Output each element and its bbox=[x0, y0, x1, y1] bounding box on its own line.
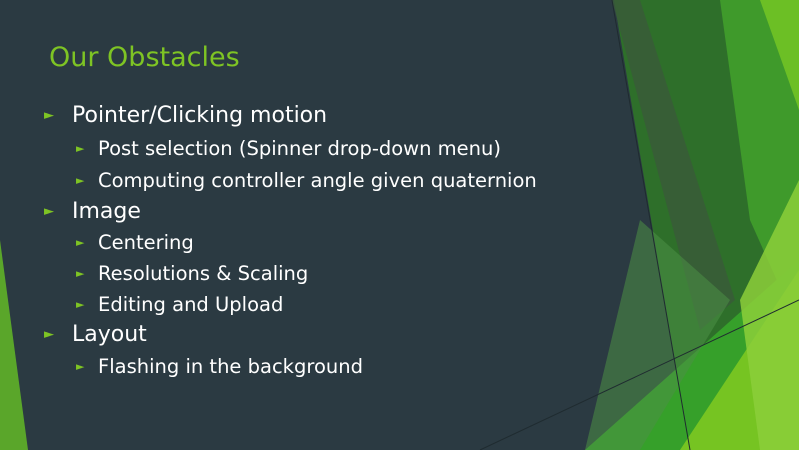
bullet-arrow-icon: ► bbox=[44, 327, 54, 342]
deco-facet-band bbox=[612, 0, 735, 330]
bullet-arrow-icon: ► bbox=[76, 298, 85, 311]
bullet-arrow-icon: ► bbox=[76, 142, 85, 155]
bullet-item: ► Computing controller angle given quate… bbox=[76, 169, 537, 192]
bullet-item: ► Post selection (Spinner drop-down menu… bbox=[76, 137, 501, 160]
bullet-arrow-icon: ► bbox=[76, 360, 85, 373]
bullet-text: Layout bbox=[72, 322, 147, 347]
bullet-item: ► Image bbox=[44, 199, 141, 224]
deco-facet-light bbox=[740, 180, 799, 450]
bullet-text: Post selection (Spinner drop-down menu) bbox=[98, 137, 501, 160]
bullet-item: ► Resolutions & Scaling bbox=[76, 262, 308, 285]
bullet-text: Editing and Upload bbox=[98, 293, 284, 316]
bullet-arrow-icon: ► bbox=[44, 108, 54, 123]
bullet-arrow-icon: ► bbox=[76, 236, 85, 249]
bullet-text: Flashing in the background bbox=[98, 355, 363, 378]
deco-facet-translucent bbox=[585, 220, 730, 450]
bullet-item: ► Centering bbox=[76, 231, 194, 254]
deco-line-1 bbox=[611, 0, 691, 450]
bullet-arrow-icon: ► bbox=[44, 204, 54, 219]
deco-facet-top-right bbox=[760, 0, 799, 110]
bullet-text: Pointer/Clicking motion bbox=[72, 103, 328, 128]
deco-left-edge bbox=[0, 240, 28, 450]
bullet-item: ► Pointer/Clicking motion bbox=[44, 103, 327, 128]
bullet-item: ► Layout bbox=[44, 322, 147, 347]
bullet-item: ► Editing and Upload bbox=[76, 293, 283, 316]
bullet-arrow-icon: ► bbox=[76, 267, 85, 280]
bullet-arrow-icon: ► bbox=[76, 174, 85, 187]
bullet-text: Image bbox=[72, 199, 141, 224]
deco-line-2 bbox=[479, 299, 799, 450]
slide-title: Our Obstacles bbox=[49, 42, 240, 73]
bullet-text: Resolutions & Scaling bbox=[98, 262, 309, 285]
bullet-text: Centering bbox=[98, 231, 194, 254]
bullet-text: Computing controller angle given quatern… bbox=[98, 169, 537, 192]
bullet-item: ► Flashing in the background bbox=[76, 355, 363, 378]
